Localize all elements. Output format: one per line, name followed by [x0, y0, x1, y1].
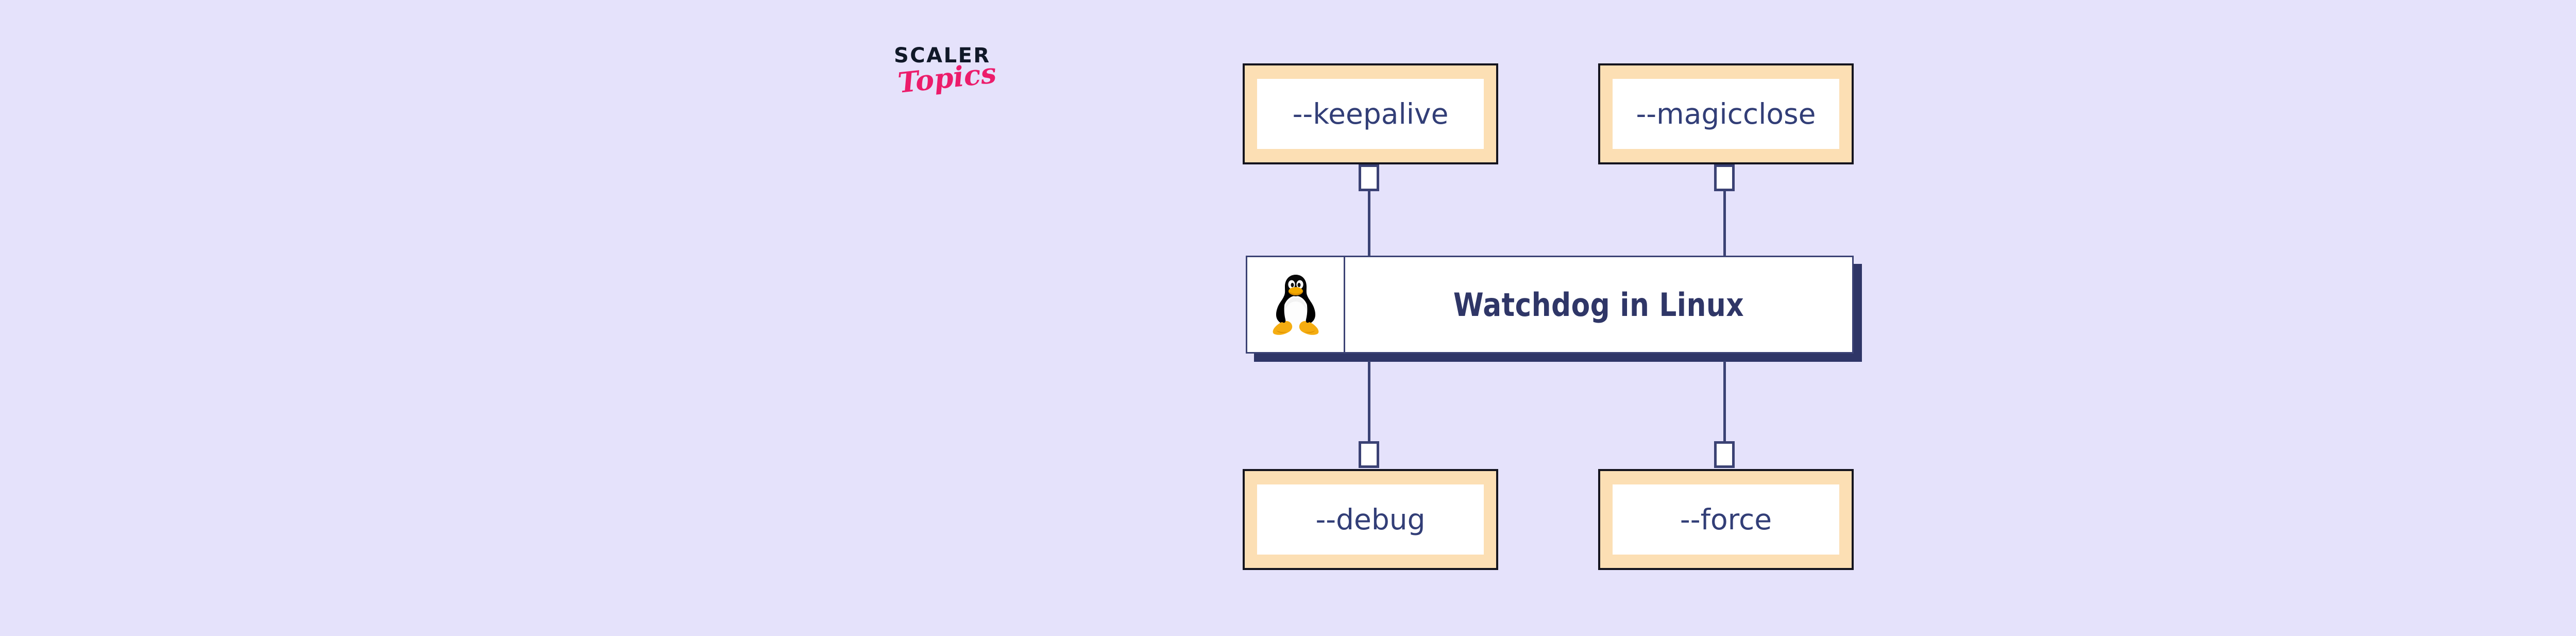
- hub-watchdog-in-linux[interactable]: Watchdog in Linux: [1246, 256, 1854, 354]
- node-force-label: --force: [1680, 503, 1772, 536]
- node-keepalive-inner: --keepalive: [1257, 79, 1484, 149]
- hub-title: Watchdog in Linux: [1453, 286, 1744, 324]
- node-debug-inner: --debug: [1257, 484, 1484, 555]
- node-debug-label: --debug: [1315, 503, 1426, 536]
- node-magicclose-label: --magicclose: [1636, 97, 1816, 130]
- node-debug[interactable]: --debug: [1243, 469, 1498, 570]
- connector-line-magicclose: [1723, 191, 1726, 257]
- linux-tux-penguin-icon: [1269, 272, 1323, 338]
- connector-tab-force: [1714, 441, 1735, 468]
- connector-line-debug: [1368, 361, 1370, 441]
- hub-title-cell: Watchdog in Linux: [1345, 257, 1852, 352]
- connector-tab-magicclose: [1714, 164, 1735, 191]
- logo-scaler-text: SCALER: [894, 44, 991, 68]
- node-magicclose[interactable]: --magicclose: [1598, 63, 1854, 164]
- connector-tab-keepalive: [1359, 164, 1379, 191]
- node-keepalive[interactable]: --keepalive: [1243, 63, 1498, 164]
- connector-tab-debug: [1359, 441, 1379, 468]
- node-force-inner: --force: [1613, 484, 1839, 555]
- scaler-topics-logo: SCALER Topics: [894, 45, 1028, 128]
- node-keepalive-label: --keepalive: [1292, 97, 1449, 130]
- node-force[interactable]: --force: [1598, 469, 1854, 570]
- connector-line-keepalive: [1368, 191, 1370, 257]
- hub-icon-cell: [1247, 257, 1345, 352]
- connector-line-force: [1723, 361, 1726, 441]
- node-magicclose-inner: --magicclose: [1613, 79, 1839, 149]
